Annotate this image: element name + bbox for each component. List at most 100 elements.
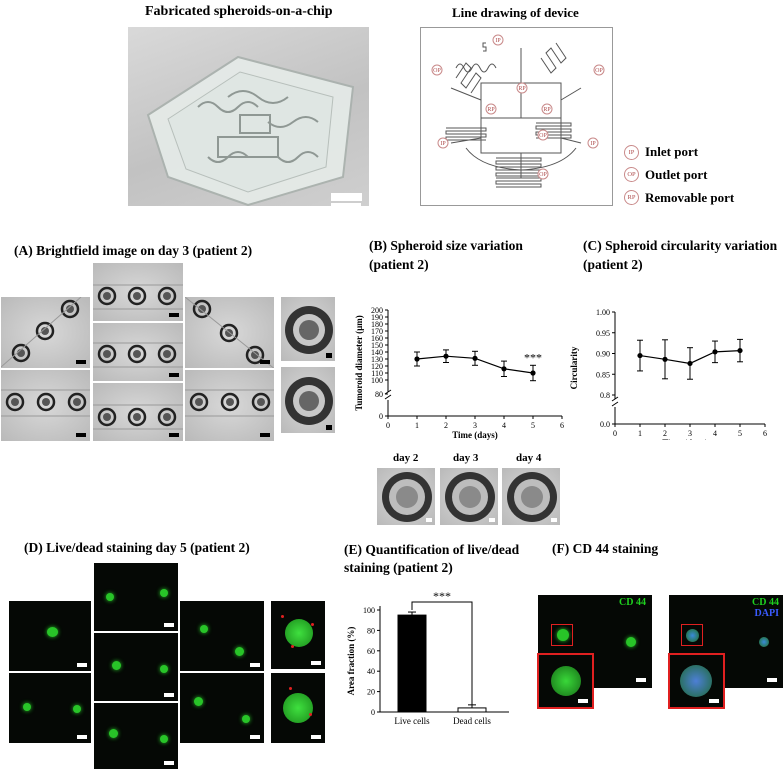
- brightfield-image-5: [92, 382, 184, 442]
- y-tick-label: 80: [375, 390, 383, 399]
- data-point: [737, 347, 743, 354]
- live-dead-image-1: [8, 600, 92, 672]
- brightfield-image-7: [184, 369, 275, 442]
- port-rp-center: RP: [518, 86, 526, 92]
- cd44-label: CD 44: [619, 597, 646, 608]
- port-rp-left: RP: [487, 107, 495, 113]
- port-op-left: OP: [433, 68, 441, 74]
- x-axis-label: Time (days): [452, 430, 498, 440]
- y-axis-break-mark: [384, 389, 392, 400]
- port-ip-left: IP: [440, 141, 446, 147]
- panel-e-title-line1: (E) Quantification of live/dead: [344, 542, 520, 557]
- live-dead-closeup-1: [270, 600, 326, 670]
- panel-d-title: (D) Live/dead staining day 5 (patient 2): [24, 540, 250, 555]
- y-tick-label: 0.90: [596, 350, 610, 359]
- day-label-3: day 3: [453, 452, 479, 464]
- legend-label-outlet: Outlet port: [645, 166, 708, 182]
- data-point: [712, 349, 718, 355]
- y-tick-label: 150: [371, 341, 383, 350]
- data-point: [472, 355, 478, 361]
- live-dead-image-3: [93, 562, 179, 632]
- x-tick-label: 4: [502, 421, 506, 430]
- y-tick-label: 0.0: [600, 420, 610, 429]
- inlet-port-icon: IP: [624, 144, 639, 160]
- legend-item-outlet: OP Outlet port: [624, 163, 784, 186]
- live-dead-image-2: [8, 672, 92, 744]
- live-dead-image-5: [93, 702, 179, 770]
- port-ip-right: IP: [590, 141, 596, 147]
- day-label-2: day 2: [393, 452, 419, 464]
- panel-e-title-line2: staining (patient 2): [344, 560, 453, 575]
- cd44-dapi-zoom-inset: [668, 653, 725, 709]
- x-tick-label: Dead cells: [453, 716, 491, 726]
- x-tick-label: 6: [560, 421, 564, 430]
- y-tick-label: 140: [371, 348, 383, 357]
- y-tick-label: 0: [371, 708, 375, 717]
- cd44-zoom-inset: [537, 653, 594, 709]
- y-tick-label: 180: [371, 320, 383, 329]
- data-point: [530, 370, 536, 376]
- y-axis-break-mark: [611, 396, 619, 407]
- live-dead-closeup-2: [270, 672, 326, 744]
- chip-photo: [128, 27, 369, 207]
- device-drawing-graphic: IP OP OP RP RP RP IP OP IP OP: [431, 34, 605, 188]
- data-point: [443, 353, 449, 359]
- y-tick-label: 190: [371, 313, 383, 322]
- y-tick-label: 130: [371, 355, 383, 364]
- y-tick-label: 60: [367, 647, 375, 656]
- x-tick-label: Live cells: [394, 716, 430, 726]
- significance-marker: ***: [524, 350, 542, 364]
- panel-f-title: (F) CD 44 staining: [552, 541, 659, 556]
- panel-b-title-line2: (patient 2): [369, 257, 429, 272]
- panel-a-title: (A) Brightfield image on day 3 (patient …: [14, 243, 253, 258]
- bar-dead: [457, 707, 487, 713]
- panel-c-title-line1: (C) Spheroid circularity variation: [583, 238, 778, 253]
- data-point: [414, 356, 420, 362]
- x-tick-label: 0: [386, 421, 390, 430]
- legend-label-inlet: Inlet port: [645, 144, 699, 159]
- port-op-right: OP: [595, 68, 603, 74]
- y-tick-label: 100: [363, 606, 375, 615]
- x-tick-label: 4: [713, 429, 717, 438]
- live-dead-image-4: [93, 632, 179, 702]
- y-tick-label: 80: [367, 626, 375, 635]
- dapi-label: DAPI: [754, 608, 779, 619]
- panel-d-images: [8, 562, 348, 770]
- brightfield-image-2: [0, 369, 91, 442]
- y-tick-label: 200: [371, 306, 383, 315]
- data-point: [637, 352, 643, 359]
- day-2-image: [376, 467, 436, 526]
- x-tick-label: 5: [531, 421, 535, 430]
- bar-live: [397, 614, 427, 713]
- y-tick-label: 120: [371, 362, 383, 371]
- y-tick-label: 170: [371, 327, 383, 336]
- y-tick-label: 0.85: [596, 370, 610, 379]
- chip-photo-graphic: [146, 55, 361, 207]
- chip-photo-title: Fabricated spheroids-on-a-chip: [145, 4, 333, 19]
- significance-marker: ***: [433, 590, 451, 603]
- y-tick-label: 160: [371, 334, 383, 343]
- port-op-center: OP: [539, 133, 547, 139]
- line-drawing-title: Line drawing of device: [452, 5, 579, 20]
- brightfield-image-4: [92, 322, 184, 382]
- port-op-bottom: OP: [539, 172, 547, 178]
- live-dead-image-6: [179, 600, 265, 672]
- outlet-port-icon: OP: [624, 167, 639, 182]
- x-tick-label: 5: [738, 429, 742, 438]
- brightfield-closeup-2: [280, 366, 336, 434]
- day-4-image: [501, 467, 561, 526]
- x-tick-label: 0: [613, 429, 617, 438]
- panel-c-title-line2: (patient 2): [583, 257, 643, 272]
- x-tick-label: 3: [688, 429, 692, 438]
- y-axis-label: Tumoroid diameter (µm): [354, 315, 364, 411]
- y-tick-label: 100: [371, 376, 383, 385]
- panel-a-images: [0, 262, 360, 442]
- y-tick-label: 1.00: [596, 308, 610, 317]
- legend-item-removable: RP Removable port: [624, 186, 784, 209]
- chip-scalebar: [331, 193, 362, 201]
- y-axis-label: Circularity: [569, 346, 579, 389]
- legend-label-removable: Removable port: [645, 189, 735, 205]
- data-point: [662, 356, 668, 362]
